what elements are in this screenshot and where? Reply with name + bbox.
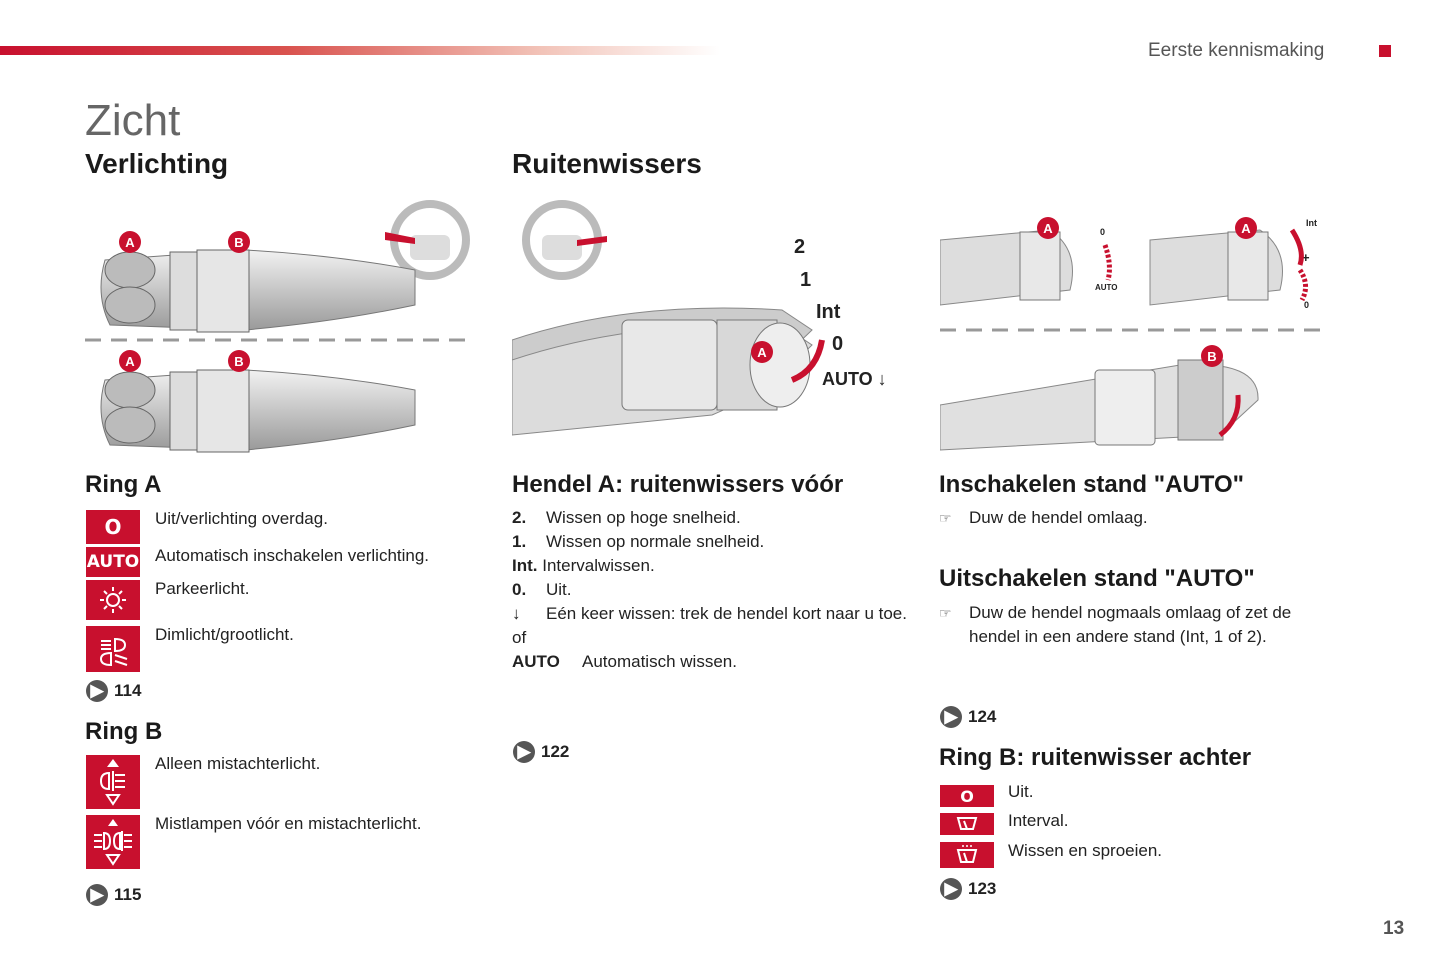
label-2: 2 (794, 236, 805, 258)
section-marker (1379, 45, 1391, 57)
page-ref-icon: ▶ (86, 884, 108, 906)
label-0: 0 (832, 333, 843, 355)
callout-b-top: B (234, 235, 243, 250)
callout-a-auto-1: A (1043, 221, 1053, 236)
ring-b-item-rear-fog: Alleen mistachterlicht. (155, 754, 321, 773)
page-ref-icon: ▶ (940, 706, 962, 728)
ref-123[interactable]: ▶ 123 (940, 878, 996, 900)
wiper-stalk-illustration: A 2 1 Int 0 AUTO ↓ (512, 200, 887, 436)
ring-b-rear-title: Ring B: ruitenwisser achter (939, 744, 1252, 771)
hendel-a-or: of (512, 628, 527, 647)
auto-label-0-2: 0 (1304, 300, 1309, 310)
auto-stalk-illustration: A 0 AUTO A Int + 0 B (940, 217, 1325, 451)
hand-pointer-icon: ☞ (939, 510, 952, 526)
ruitenwissers-title: Ruitenwissers (512, 148, 702, 179)
uitschakelen-bullet: ☞Duw de hendel nogmaals omlaag of zet de… (939, 601, 1334, 649)
ref-114[interactable]: ▶ 114 (86, 680, 141, 702)
ring-a-title: Ring A (85, 471, 162, 498)
auto-label-0-1: 0 (1100, 227, 1105, 237)
ring-b-item-front-rear-fog: Mistlampen vóór en mistachterlicht. (155, 814, 422, 833)
page-ref-icon: ▶ (513, 741, 535, 763)
page-title: Zicht (85, 96, 181, 145)
inschakelen-bullet: ☞Duw de hendel omlaag. (939, 506, 1339, 530)
rear-wiper-off: Uit. (1008, 782, 1034, 801)
hand-pointer-icon: ☞ (939, 605, 952, 621)
sidelight-icon (86, 580, 140, 620)
page-ref-icon: ▶ (86, 680, 108, 702)
hendel-a-item: ↓Eén keer wissen: trek de hendel kort na… (512, 604, 907, 623)
auto-label-auto: AUTO (1095, 283, 1118, 292)
badge-rear-off: O (940, 785, 994, 807)
badge-off: O (86, 510, 140, 544)
hendel-a-item: 0.Uit. (512, 580, 572, 599)
section-label: Eerste kennismaking (1148, 40, 1325, 61)
auto-label-plus: + (1302, 250, 1310, 265)
header-accent-bar (0, 46, 720, 55)
hendel-a-item: 1.Wissen op normale snelheid. (512, 532, 765, 551)
callout-b-auto: B (1207, 349, 1216, 364)
rear-wiper-wash: Wissen en sproeien. (1008, 841, 1163, 860)
label-int: Int (816, 301, 841, 323)
inschakelen-title: Inschakelen stand "AUTO" (939, 471, 1245, 498)
page-ref-icon: ▶ (940, 878, 962, 900)
hendel-a-item: Int. Intervalwissen. (512, 556, 655, 575)
ref-124[interactable]: ▶ 124 (940, 706, 996, 728)
badge-auto: AUTO (86, 547, 140, 577)
verlichting-title: Verlichting (85, 148, 229, 179)
callout-a-wiper: A (757, 345, 767, 360)
label-auto: AUTO ↓ (822, 369, 887, 389)
ref-115[interactable]: ▶ 115 (86, 884, 141, 906)
ring-b-title: Ring B (85, 718, 163, 745)
callout-a-top: A (125, 235, 135, 250)
ring-a-item-headlight: Dimlicht/grootlicht. (155, 625, 294, 644)
auto-label-int: Int (1306, 218, 1317, 228)
hendel-a-title: Hendel A: ruitenwissers vóór (512, 471, 844, 498)
front-rear-fog-icon (86, 815, 140, 869)
ring-a-item-sidelight: Parkeerlicht. (155, 579, 250, 598)
rear-wiper-interval: Interval. (1008, 811, 1069, 830)
rear-washer-icon (940, 842, 994, 868)
rear-wiper-icon (940, 813, 994, 835)
uitschakelen-title: Uitschakelen stand "AUTO" (939, 565, 1255, 592)
lighting-stalk-illustration: A B A B (85, 200, 475, 453)
label-1: 1 (800, 269, 811, 291)
callout-b-bottom: B (234, 354, 243, 369)
callout-a-bottom: A (125, 354, 135, 369)
ref-122[interactable]: ▶ 122 (513, 741, 569, 763)
hendel-a-list: 2.Wissen op hoge snelheid. 1.Wissen op n… (512, 506, 907, 674)
rear-fog-icon (86, 755, 140, 809)
headlight-icon (86, 626, 140, 672)
callout-a-auto-2: A (1241, 221, 1251, 236)
page-number: 13 (1383, 918, 1405, 939)
ring-a-item-auto: Automatisch inschakelen verlichting. (155, 546, 430, 565)
hendel-a-item: 2.Wissen op hoge snelheid. (512, 508, 741, 527)
ring-a-item-off: Uit/verlichting overdag. (155, 509, 328, 528)
